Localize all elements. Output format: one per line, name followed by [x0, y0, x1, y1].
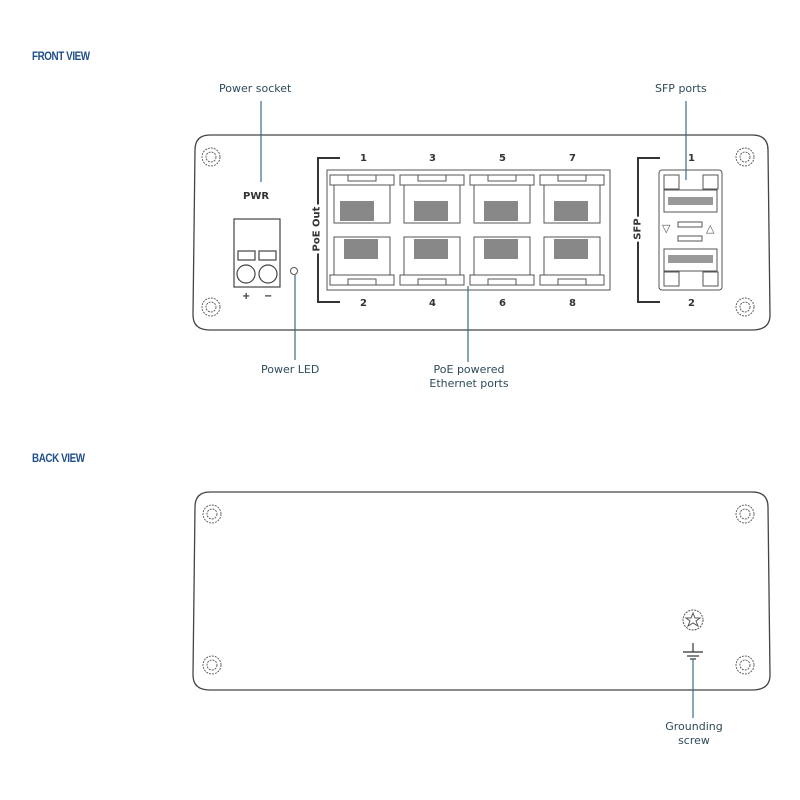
port-label-1: 1: [360, 153, 367, 164]
port-label-6: 6: [499, 298, 506, 309]
port-label-5: 5: [499, 153, 506, 164]
power-socket-callout: Power socket: [219, 82, 292, 95]
port-label-8: 8: [569, 298, 576, 309]
front-view-title: FRONT VIEW: [32, 49, 90, 63]
poe-ports-callout-line1: PoE powered: [433, 363, 505, 376]
grounding-callout-line1: Grounding: [665, 720, 723, 733]
ground-symbol-icon: [683, 643, 703, 660]
grounding-screw-icon: [682, 609, 704, 631]
power-terminal-block: [233, 218, 281, 288]
port-label-3: 3: [429, 153, 436, 164]
back-screws: [202, 504, 755, 675]
power-led-callout: Power LED: [261, 363, 320, 376]
grounding-callout-line2: screw: [678, 734, 710, 747]
back-view-title: BACK VIEW: [32, 451, 85, 465]
sfp-cage: [658, 169, 723, 291]
poe-out-label: PoE Out: [310, 204, 325, 254]
terminal-plus-label: +: [242, 291, 251, 302]
sfp-group-label: SFP: [631, 216, 646, 242]
port-label-4: 4: [429, 298, 436, 309]
front-screws: [201, 147, 755, 317]
sfp-ports-callout: SFP ports: [655, 82, 707, 95]
ethernet-ports: [329, 174, 605, 286]
sfp-port-label-1: 1: [688, 153, 695, 164]
grounding-screw-callout: Grounding screw: [660, 720, 728, 748]
sfp-arrow-up-icon: △: [706, 222, 715, 235]
ethernet-port-block: [326, 169, 611, 291]
port-label-2: 2: [360, 298, 367, 309]
sfp-arrow-down-icon: ▽: [662, 222, 671, 235]
sfp-port-label-2: 2: [688, 298, 695, 309]
port-label-7: 7: [569, 153, 576, 164]
front-chassis-outline: [192, 134, 771, 331]
terminal-minus-label: −: [264, 291, 273, 302]
back-chassis-outline: [192, 491, 771, 691]
power-led: [290, 267, 298, 275]
poe-ports-callout: PoE powered Ethernet ports: [421, 363, 517, 391]
leader-lines: [260, 101, 694, 718]
poe-ports-callout-line2: Ethernet ports: [429, 377, 509, 390]
pwr-label: PWR: [243, 191, 270, 202]
